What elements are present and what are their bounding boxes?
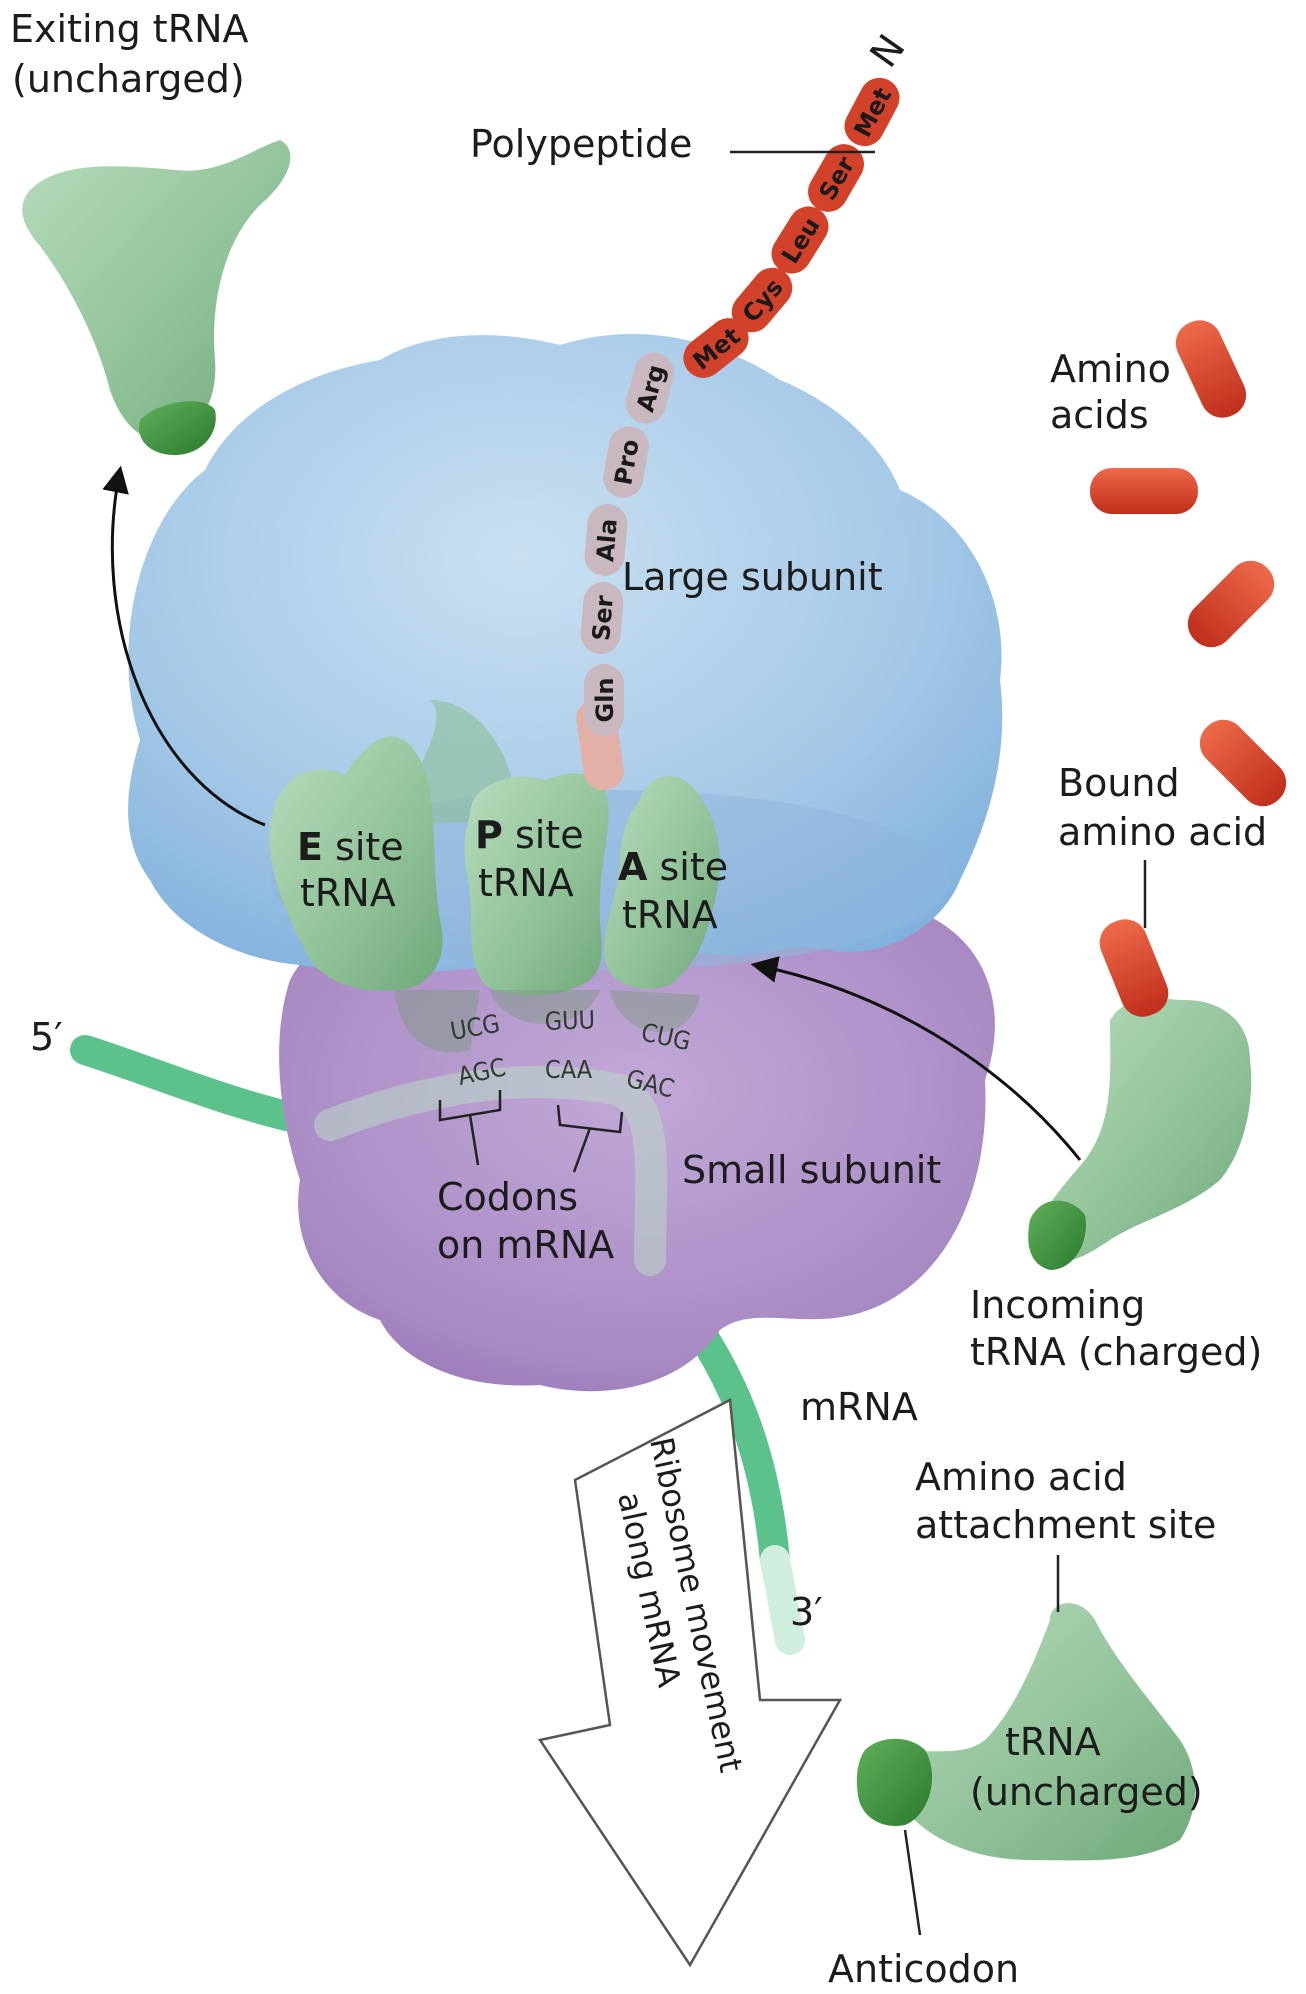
amino-acids-label-1: Amino [1050,347,1171,391]
amino-acid-ala-in-2: Ala [584,504,628,576]
three-prime-label: 3′ [790,1590,823,1634]
amino-acid-ser-in-3-label: Ser [587,594,619,642]
a-site-anticodon-shadow [610,990,700,1033]
codon-bracket-2 [556,1104,624,1173]
free-amino-acid-3 [1187,560,1275,648]
amino-acid-ser-1-shape [808,144,864,212]
a-site-trna [604,776,720,989]
bound-amino-acid-label-1: Bound [1058,761,1180,805]
p-site-label: P site [475,813,584,857]
codon-2: CAA [545,1055,593,1084]
amino-acid-met-0: Met [844,77,900,147]
amino-acid-arg-in-0-shape [625,352,675,424]
exiting-trna [22,140,291,441]
free-trna-label-2: (uncharged) [970,1770,1203,1814]
attachment-site-label-1: Amino acid [915,1455,1127,1499]
amino-acid-pro-in-1: Pro [603,426,649,498]
incoming-trna-label-1: Incoming [970,1283,1145,1327]
large-subunit-label: Large subunit [622,555,883,599]
amino-acid-arg-in-0: Arg [625,352,675,424]
incoming-trna-label-2: tRNA (charged) [970,1330,1262,1374]
attachment-site-label-2: attachment site [915,1503,1216,1547]
e-site-trna [269,736,443,991]
amino-acid-pro-in-1-shape [603,426,649,498]
p-site-trna [464,773,609,996]
amino-acid-met-0-shape [844,77,900,147]
p-site-trna-label: tRNA [478,861,574,905]
mrna-fade-end [760,1545,805,1655]
codon-bracket-1 [438,1090,502,1166]
anticodon-leader-line [903,1829,922,1936]
free-trna [881,1603,1195,1861]
free-trna-label-1: tRNA [1005,1720,1101,1764]
n-terminus-label: N [861,27,913,76]
mrna-inside-ribosome [314,1066,668,1276]
five-prime-label: 5′ [30,1015,63,1059]
amino-acid-gln-in-4: Gln [584,664,624,736]
incoming-trna-anticodon [1028,1200,1086,1270]
amino-acid-met-4-shape [683,318,749,378]
free-amino-acid-4 [1199,719,1287,807]
exiting-trna-label-2: (uncharged) [12,57,245,101]
amino-acid-ala-in-2-shape [584,504,628,576]
exit-arrow [102,465,266,827]
polypeptide-label: Polypeptide [470,122,692,166]
e-site-label: E site [297,825,404,869]
e-site-anticodon-shadow [395,990,480,1053]
anticodon-label: Anticodon [828,1947,1019,1991]
bound-amino-acid-label-2: amino acid [1058,810,1267,854]
codons-label-1: Codons [437,1175,578,1219]
amino-acid-ala-in-2-label: Ala [591,517,623,562]
p-site-anticodon-shadow [490,990,600,1024]
incoming-trna [1038,998,1252,1261]
free-trna-anticodon [856,1738,933,1826]
free-amino-acids [1090,320,1287,807]
small-subunit-label: Small subunit [682,1148,941,1192]
amino-acid-leu-2-shape [771,206,829,274]
a-site-label: A site [618,845,728,889]
amino-acid-ser-in-3-shape [580,582,624,654]
e-site-trna-label: tRNA [300,871,396,915]
amino-acids-label-2: acids [1050,393,1149,437]
exiting-trna-anticodon [139,401,216,455]
exiting-trna-label-1: Exiting tRNA [10,7,249,51]
amino-acid-gln-in-4-label: Gln [591,677,619,722]
a-site-trna-label: tRNA [622,893,718,937]
free-amino-acid-1 [1175,320,1247,418]
free-amino-acid-2 [1090,468,1198,514]
amino-acid-ser-in-3: Ser [580,582,624,654]
incoming-arrow [750,956,1082,1161]
mrna-label: mRNA [800,1385,918,1429]
codons-label-2: on mRNA [437,1223,614,1267]
ribosome-movement-arrow [537,1398,843,1968]
bound-amino-acid [1099,919,1169,1017]
amino-acid-gln-in-4-shape [584,664,624,736]
anticodon-p: GUU [544,1005,595,1036]
amino-acid-cys-3-shape [731,267,793,333]
